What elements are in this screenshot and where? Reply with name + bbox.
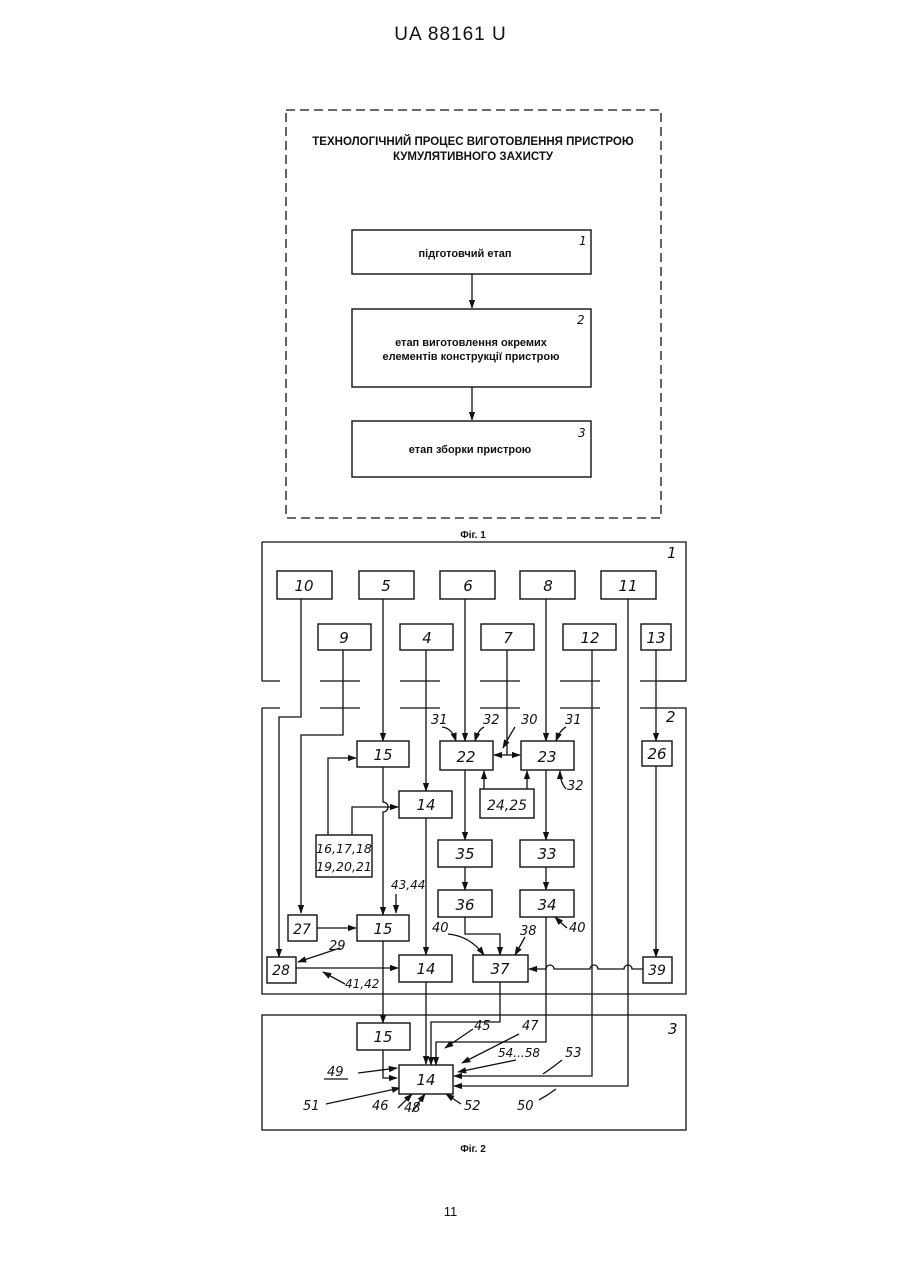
ref-40-left: 40 [432, 921, 449, 936]
leader-30 [503, 727, 515, 748]
stage-1-label: 1 [667, 544, 677, 562]
leader-31a [442, 727, 456, 741]
leader-32a [475, 727, 484, 741]
block-35-label: 35 [455, 845, 474, 863]
ref-31-left: 31 [431, 713, 448, 728]
block-8-label: 8 [543, 577, 553, 595]
block-33-label: 33 [537, 845, 556, 863]
leader-52 [446, 1094, 461, 1104]
block-14-stage2-top-label: 14 [416, 796, 435, 814]
block-36-label: 36 [455, 896, 474, 914]
block-5-label: 5 [381, 577, 391, 595]
block-39-label: 39 [648, 963, 666, 979]
block-27-label: 27 [293, 922, 311, 938]
fig1-title-line1: ТЕХНОЛОГІЧНИЙ ПРОЦЕС ВИГОТОВЛЕННЯ ПРИСТР… [312, 135, 634, 148]
ref-29: 29 [329, 939, 346, 954]
ref-40-right: 40 [569, 921, 586, 936]
figure-1: ТЕХНОЛОГІЧНИЙ ПРОЦЕС ВИГОТОВЛЕННЯ ПРИСТР… [286, 110, 661, 541]
line-16-14a [352, 807, 398, 835]
stage-2-label: 2 [666, 708, 676, 726]
leader-4142 [323, 972, 345, 984]
block-24-25-label: 24,25 [487, 798, 527, 814]
ref-54-58: 54...58 [498, 1046, 540, 1060]
ref-50: 50 [517, 1099, 534, 1114]
leader-32b [560, 771, 566, 789]
figure-2: 1 2 3 [262, 542, 686, 1155]
fig1-stage-1-number: 1 [579, 234, 587, 248]
stage-3-label: 3 [668, 1020, 678, 1038]
fig1-stage-3-number: 3 [578, 426, 586, 440]
line-10-28 [279, 599, 301, 957]
block-14-stage3-label: 14 [416, 1071, 435, 1089]
block-16-21-label-line2: 19,20,21 [316, 859, 372, 874]
block-15-stage3-label: 15 [373, 1028, 392, 1046]
ref-51: 51 [303, 1099, 320, 1114]
block-15-stage2-top-label: 15 [373, 746, 392, 764]
block-28-label: 28 [272, 963, 290, 979]
ref-52: 52 [464, 1099, 481, 1114]
block-22-label: 22 [456, 748, 475, 766]
ref-48: 48 [404, 1101, 421, 1116]
fig1-stage-2-label-line2: елементів конструкції пристрою [383, 351, 560, 363]
block-6-label: 6 [463, 577, 473, 595]
leader-49 [358, 1068, 397, 1073]
ref-43-44: 43,44 [391, 878, 425, 892]
leader-31b [556, 727, 566, 741]
line-15a-15b [383, 766, 388, 915]
block-7-label: 7 [503, 629, 513, 647]
fig1-stage-2-label-line1: етап виготовлення окремих [395, 337, 548, 349]
leader-38 [515, 937, 525, 955]
ref-49: 49 [327, 1065, 344, 1080]
ref-32-right: 32 [567, 779, 584, 794]
block-23-label: 23 [537, 748, 556, 766]
fig1-stage-1-label: підготовчий етап [419, 248, 512, 260]
block-14-stage2-bottom-label: 14 [416, 960, 435, 978]
ref-31-right: 31 [565, 713, 582, 728]
ref-30: 30 [521, 713, 538, 728]
block-26-label: 26 [647, 745, 666, 763]
leader-40b [555, 917, 567, 928]
fig1-stage-3-label: етап зборки пристрою [409, 444, 531, 456]
page-number: 11 [0, 1204, 901, 1219]
block-16-21-label-line1: 16,17,18 [316, 841, 372, 856]
leader-50 [539, 1089, 556, 1100]
ref-32-left: 32 [483, 713, 500, 728]
leader-53 [543, 1060, 562, 1074]
ref-41-42: 41,42 [345, 977, 379, 991]
fig1-stage-2-number: 2 [577, 313, 585, 327]
ref-46: 46 [372, 1099, 389, 1114]
stage-1-frame [262, 542, 686, 681]
fig2-caption: Фіг. 2 [460, 1144, 486, 1155]
block-12-label: 12 [580, 629, 599, 647]
line-15c-14c [383, 1050, 397, 1078]
block-10-label: 10 [294, 577, 313, 595]
block-9-label: 9 [339, 629, 349, 647]
block-37-label: 37 [490, 960, 510, 978]
block-34-label: 34 [537, 896, 556, 914]
block-4-label: 4 [422, 629, 432, 647]
block-13-label: 13 [646, 629, 665, 647]
ref-47: 47 [522, 1019, 539, 1034]
block-11-label: 11 [618, 577, 637, 595]
ref-53: 53 [565, 1046, 582, 1061]
leader-40a [448, 934, 484, 955]
ref-38: 38 [520, 924, 537, 939]
fig1-caption: Фіг. 1 [460, 530, 486, 541]
leader-51 [326, 1088, 400, 1104]
block-15-stage2-mid-label: 15 [373, 920, 392, 938]
leader-5458 [458, 1060, 516, 1072]
ref-45: 45 [474, 1019, 491, 1034]
leader-45 [445, 1029, 473, 1048]
line-36-37 [465, 917, 500, 955]
fig1-title-line2: КУМУЛЯТИВНОГО ЗАХИСТУ [393, 151, 554, 163]
